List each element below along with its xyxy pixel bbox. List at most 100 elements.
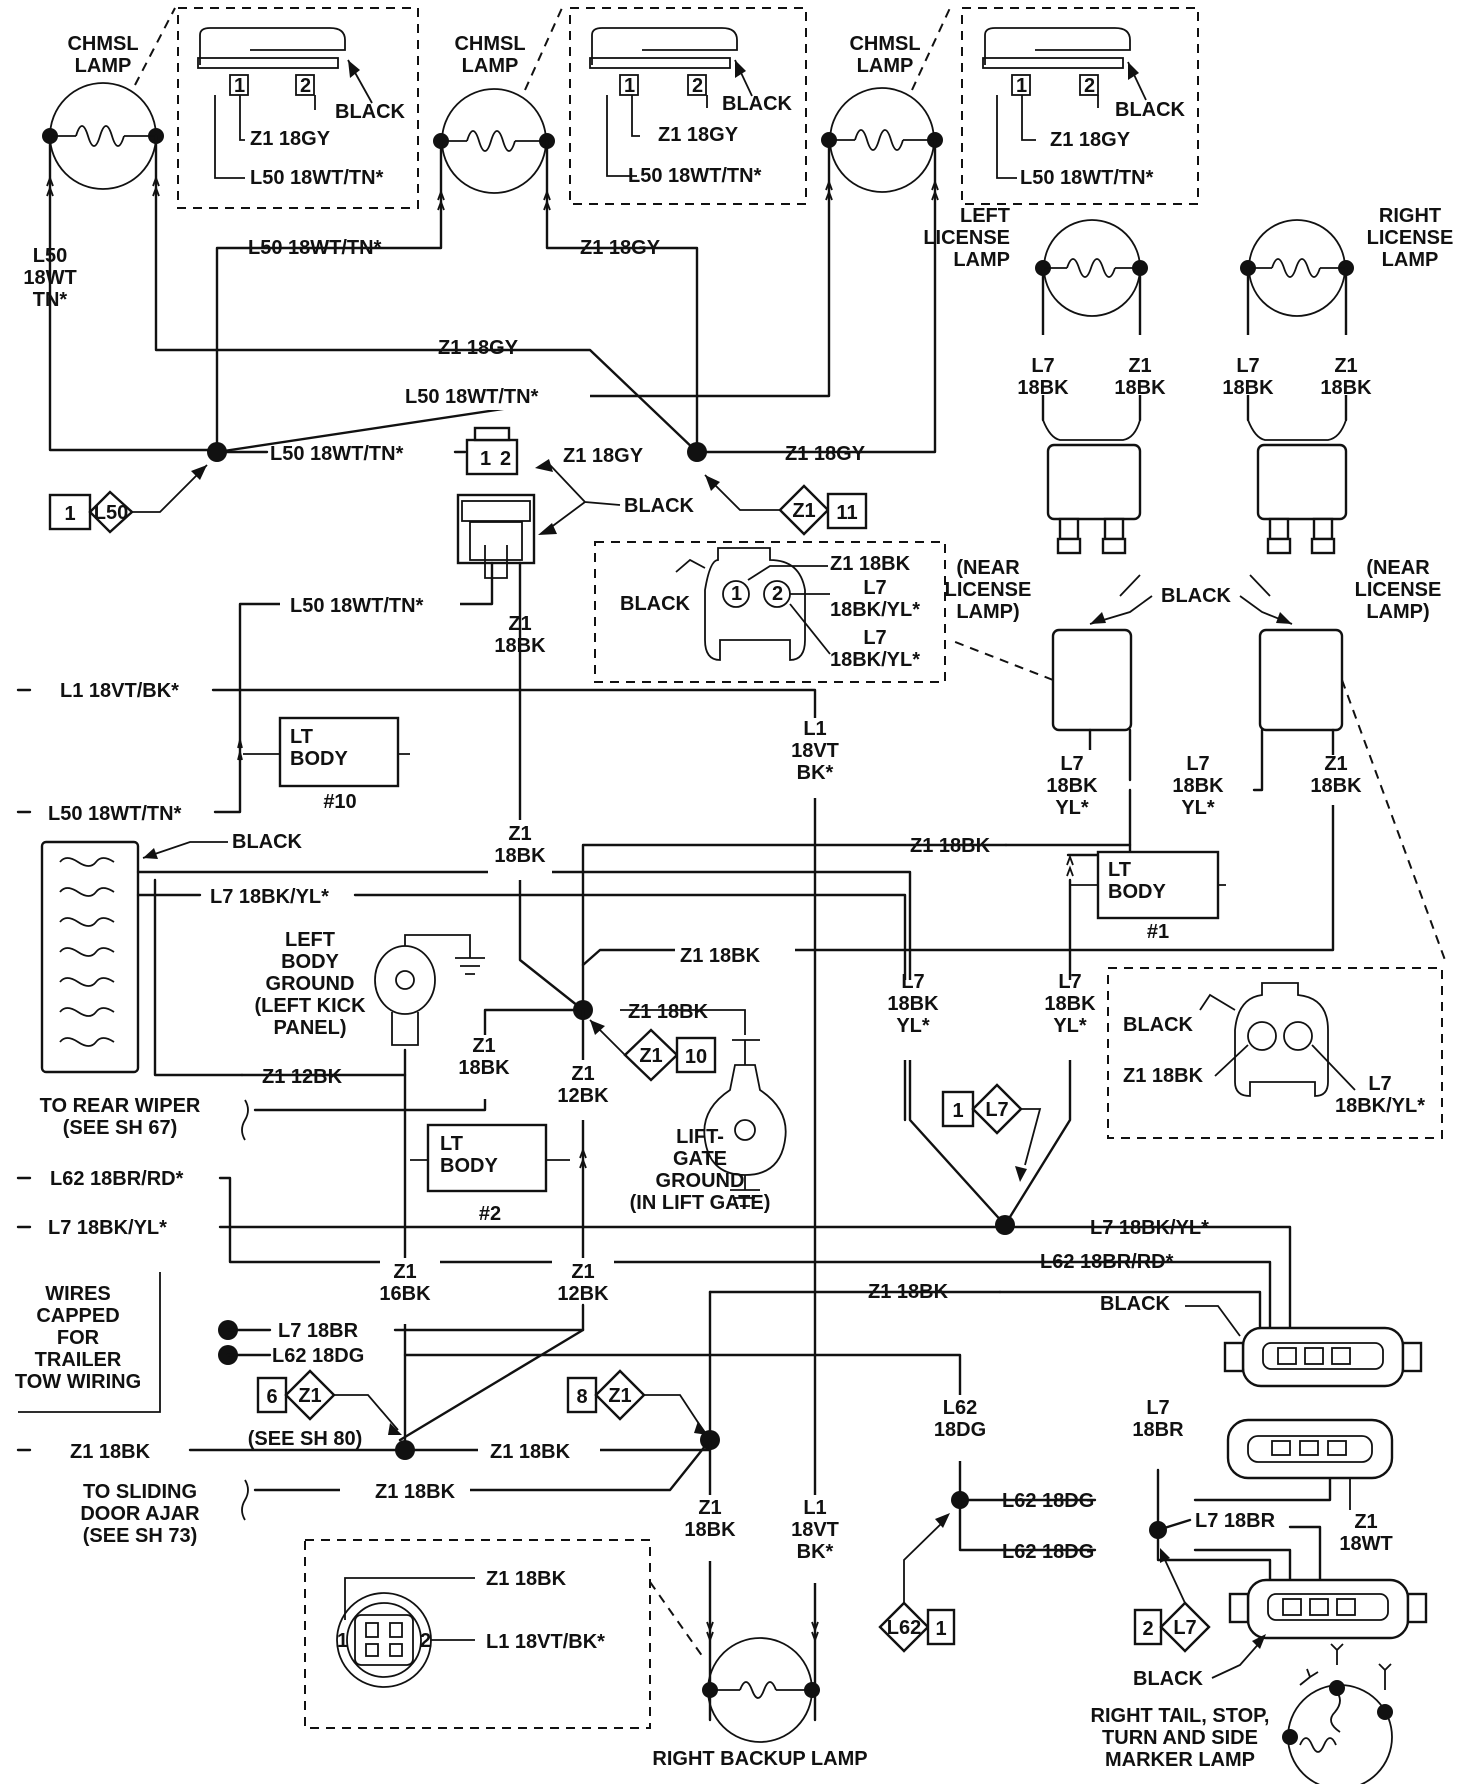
pin-2: 2 [300,75,311,97]
black-label: BLACK [722,93,793,115]
l1-left-label: L1 18VT/BK* [60,680,179,702]
tag-6-z1-id: Z1 [298,1385,321,1407]
l50-label: L50 18WT/TN* [1020,167,1154,189]
l50-label: L50 18WT/TN* [628,165,762,187]
tag-z1-10-id: Z1 [639,1045,662,1067]
lt-body-2-num: #2 [479,1203,501,1225]
tag-2-l7-num: 2 [1142,1618,1153,1640]
see-sh80-label: (SEE SH 80) [248,1428,362,1450]
backup-pin-2: 2 [420,1630,431,1652]
tag-l50-id: L50 [94,502,128,524]
z1-bar-label: Z1 18GY [580,237,661,259]
black-conn-label: BLACK [232,831,303,853]
l50-mid-label: L50 18WT/TN* [405,386,539,408]
z1-18bk-label: Z1 18BK [830,553,911,575]
pin-1: 1 [1016,75,1027,97]
tag-z1-11-num: 11 [836,502,857,524]
backup-l1-label: L1 18VT/BK* [486,1631,605,1653]
black-label: BLACK [335,101,406,123]
l50-label: L50 18WT/TN* [250,167,384,189]
lower-wiring: L62 18BR/RD* L7 18BK/YL* L7 18BK/YL* L62… [15,1168,1428,1784]
l62-bar-label: L62 18BR/RD* [1040,1251,1174,1273]
black2-label: BLACK [1133,1668,1204,1690]
l62-18dg-b-label: L62 18DG [1002,1541,1094,1563]
lower-black-label: BLACK [1100,1293,1171,1315]
z1-18bk-bar2-label: Z1 18BK [868,1281,949,1303]
l62-18dg-label: L62 18DG [272,1345,364,1367]
tag-8-z1-num: 8 [576,1386,587,1408]
l7-bar-label: L7 18BK/YL* [210,886,329,908]
z1-18bk-slide-label: Z1 18BK [375,1481,456,1503]
tag-l62-1-num: 1 [935,1618,946,1640]
detail2-black-label: BLACK [1123,1014,1194,1036]
chmsl-detail-1: 1 2 Z1 18GY L50 18WT/TN* BLACK [177,7,419,209]
conn-pin-2: 2 [500,448,511,470]
pin-1: 1 [624,75,635,97]
z1-splice-left-label: Z1 18GY [563,445,644,467]
z1-18bk-mid-label: Z1 18BK [680,945,761,967]
tag-l7-1-num: 1 [952,1100,963,1122]
pin-1: 1 [234,75,245,97]
pin-2: 2 [692,75,703,97]
l62-left-label: L62 18BR/RD* [50,1168,184,1190]
pin-2: 2 [772,583,783,605]
lt-body-10-num: #10 [323,791,356,813]
pin-1: 1 [731,583,742,605]
detail2-z1-label: Z1 18BK [1123,1065,1204,1087]
tag-l62-1-id: L62 [887,1617,921,1639]
l50-bar-label: L50 18WT/TN* [248,237,382,259]
z1-mid-label: Z1 18GY [438,337,519,359]
l7-bar-label: L7 18BK/YL* [1090,1217,1209,1239]
tag-2-l7-id: L7 [1173,1617,1196,1639]
chmsl-detail-2: 1 2 Z1 18GY L50 18WT/TN* BLACK [569,7,807,205]
tag-l7-1-id: L7 [985,1099,1008,1121]
z1-18bk-bar-label: Z1 18BK [910,835,991,857]
l7-18br-b-label: L7 18BR [1195,1510,1276,1532]
l62-18dg-a-label: L62 18DG [1002,1490,1094,1512]
black-label: BLACK [1115,99,1186,121]
l50-conn-label: L50 18WT/TN* [290,595,424,617]
z1-18gy-label: Z1 18GY [1050,129,1131,151]
lt-body-1-num: #1 [1147,921,1169,943]
l50-left2-label: L50 18WT/TN* [48,803,182,825]
